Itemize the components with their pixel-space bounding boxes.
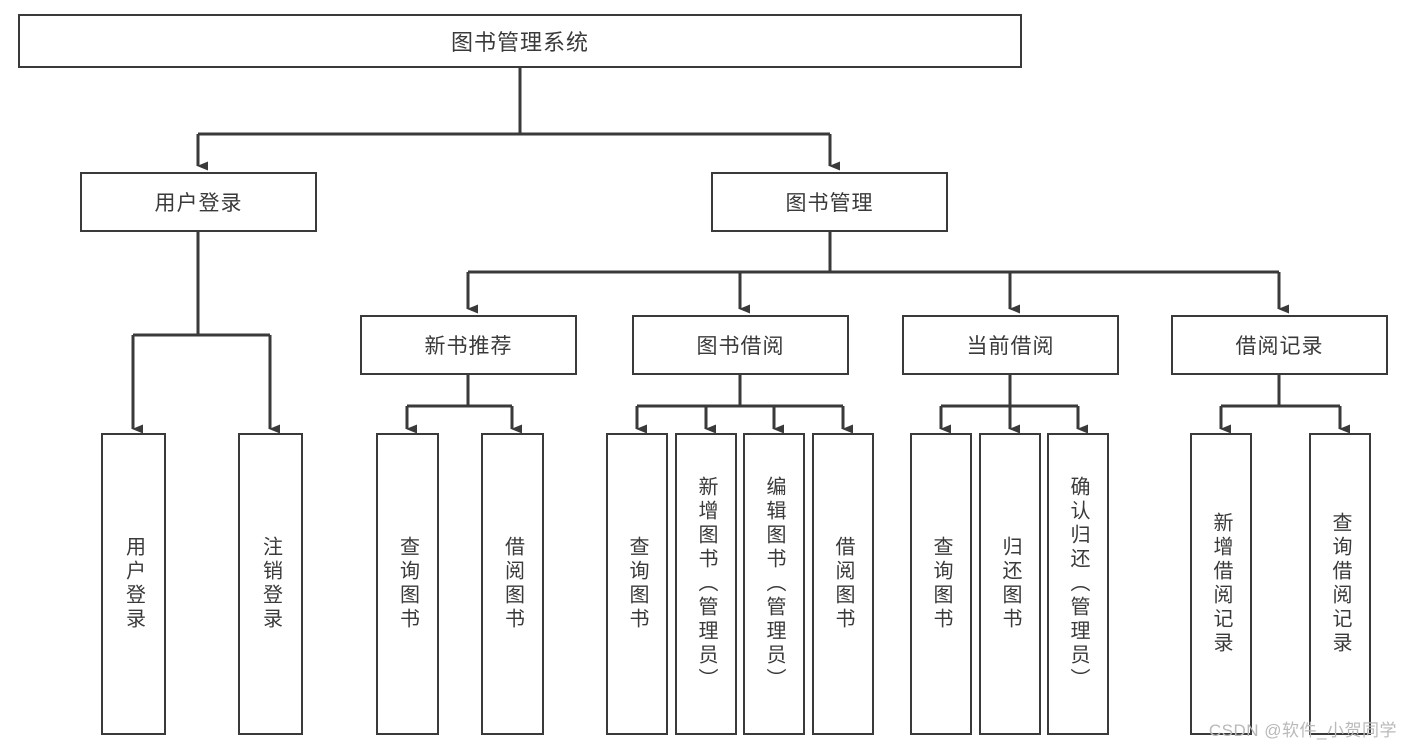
- node-new-book-recommend[interactable]: 新书推荐: [360, 315, 577, 375]
- leaf-query-book-2[interactable]: 查询图书: [606, 433, 668, 735]
- node-label: 借阅记录: [1235, 335, 1324, 358]
- node-label: 编辑图书（管理员）: [763, 476, 785, 692]
- node-label: 确认归还（管理员）: [1067, 476, 1089, 692]
- node-label: 归还图书: [999, 536, 1021, 632]
- leaf-borrow-book-1[interactable]: 借阅图书: [481, 433, 544, 735]
- leaf-user-login[interactable]: 用户登录: [101, 433, 166, 735]
- node-label: 新增图书（管理员）: [695, 476, 717, 692]
- leaf-query-record[interactable]: 查询借阅记录: [1309, 433, 1371, 735]
- leaf-logout-login[interactable]: 注销登录: [238, 433, 303, 735]
- leaf-borrow-book-2[interactable]: 借阅图书: [812, 433, 874, 735]
- node-label: 当前借阅: [966, 335, 1055, 358]
- node-current-borrow[interactable]: 当前借阅: [902, 315, 1119, 375]
- node-label: 借阅图书: [832, 536, 854, 632]
- leaf-edit-book[interactable]: 编辑图书（管理员）: [743, 433, 805, 735]
- leaf-confirm-return[interactable]: 确认归还（管理员）: [1047, 433, 1109, 735]
- leaf-query-book-3[interactable]: 查询图书: [910, 433, 972, 735]
- node-label: 图书管理: [785, 192, 874, 215]
- node-label: 用户登录: [154, 192, 243, 215]
- node-user-login[interactable]: 用户登录: [80, 172, 317, 232]
- node-label: 查询图书: [930, 536, 952, 632]
- leaf-add-book[interactable]: 新增图书（管理员）: [675, 433, 737, 735]
- node-borrow-record[interactable]: 借阅记录: [1171, 315, 1388, 375]
- node-label: 注销登录: [259, 536, 282, 632]
- node-book-manage[interactable]: 图书管理: [711, 172, 948, 232]
- node-label: 用户登录: [122, 536, 145, 632]
- node-root-system[interactable]: 图书管理系统: [18, 14, 1022, 68]
- node-label: 新增借阅记录: [1210, 512, 1232, 656]
- watermark: CSDN @软件_小贺同学: [1208, 721, 1397, 740]
- node-label: 查询图书: [626, 536, 648, 632]
- node-book-borrow[interactable]: 图书借阅: [632, 315, 849, 375]
- leaf-return-book[interactable]: 归还图书: [979, 433, 1041, 735]
- node-label: 图书管理系统: [450, 30, 589, 55]
- node-label: 图书借阅: [696, 335, 785, 358]
- node-label: 借阅图书: [501, 536, 524, 632]
- leaf-query-book-1[interactable]: 查询图书: [376, 433, 439, 735]
- node-label: 查询借阅记录: [1329, 512, 1351, 656]
- node-label: 查询图书: [396, 536, 419, 632]
- node-label: 新书推荐: [424, 335, 513, 358]
- leaf-add-record[interactable]: 新增借阅记录: [1190, 433, 1252, 735]
